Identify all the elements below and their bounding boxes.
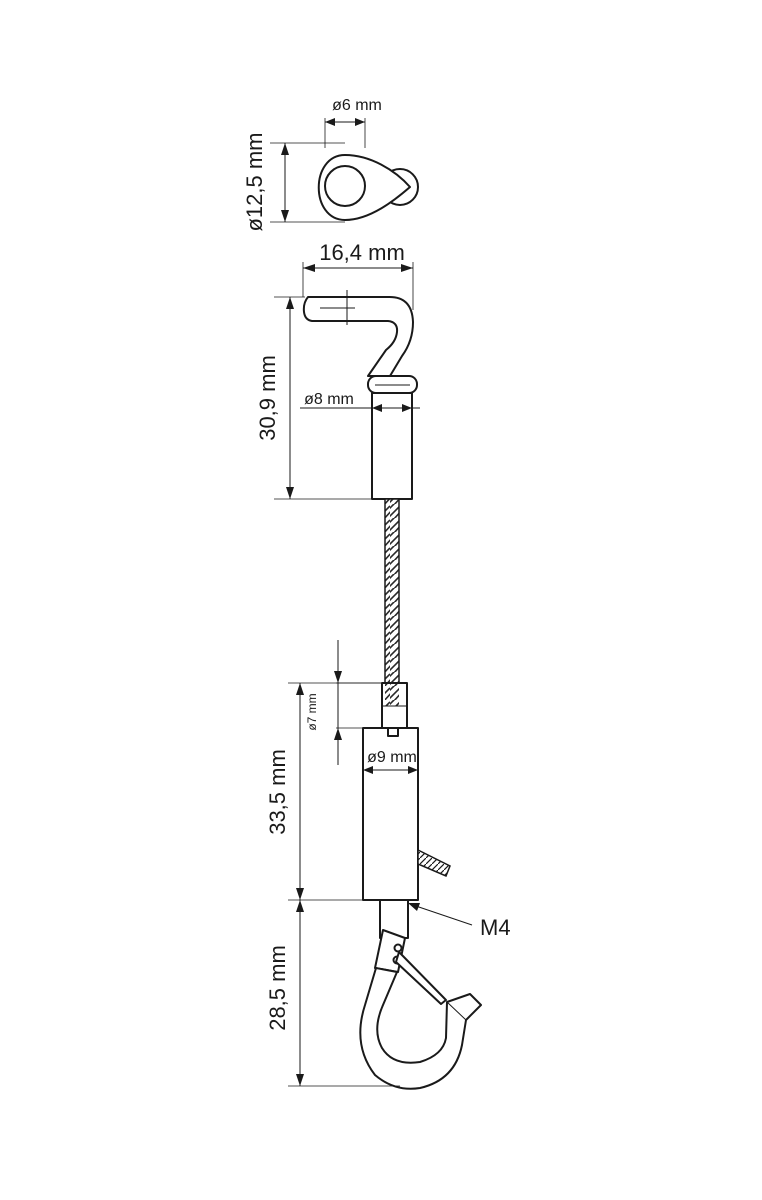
label-top-hook-height: 30,9 mm bbox=[255, 355, 280, 441]
dim-top-hook-height: 30,9 mm bbox=[255, 296, 372, 500]
label-top-sleeve: ø8 mm bbox=[304, 391, 354, 408]
hook-latch bbox=[395, 951, 447, 1005]
bottom-hook bbox=[359, 899, 482, 1090]
top-hook-rod bbox=[302, 295, 414, 377]
dim-gripper-body: ø9 mm bbox=[363, 749, 418, 774]
hook-body bbox=[359, 967, 482, 1090]
label-thread: M4 bbox=[480, 915, 511, 940]
dim-hook-length: 28,5 mm bbox=[265, 900, 400, 1087]
gripper-slot bbox=[387, 727, 399, 737]
thread-callout: M4 bbox=[408, 903, 511, 940]
label-eyelet-outer: ø12,5 mm bbox=[242, 132, 267, 231]
label-hook-length: 28,5 mm bbox=[265, 945, 290, 1031]
label-eyelet-hole: ø6 mm bbox=[332, 97, 382, 114]
label-gripper-body: ø9 mm bbox=[367, 749, 417, 766]
dim-hook-width: 16,4 mm bbox=[302, 240, 414, 310]
dim-top-sleeve: ø8 mm bbox=[300, 391, 420, 416]
eyelet-hole bbox=[324, 165, 366, 207]
label-gripper-length: 33,5 mm bbox=[265, 749, 290, 835]
gripper-body bbox=[362, 727, 419, 901]
dim-eyelet-outer: ø12,5 mm bbox=[242, 132, 345, 232]
release-lever bbox=[417, 848, 451, 877]
label-hook-width: 16,4 mm bbox=[319, 240, 405, 265]
label-gripper-tip: ø7 mm bbox=[305, 693, 319, 730]
dim-eyelet-hole: ø6 mm bbox=[324, 97, 382, 148]
eyelet-top-view bbox=[317, 154, 419, 221]
cable-gripper bbox=[362, 682, 451, 901]
steel-cable bbox=[384, 498, 400, 684]
dim-gripper-length: 33,5 mm bbox=[265, 682, 382, 901]
